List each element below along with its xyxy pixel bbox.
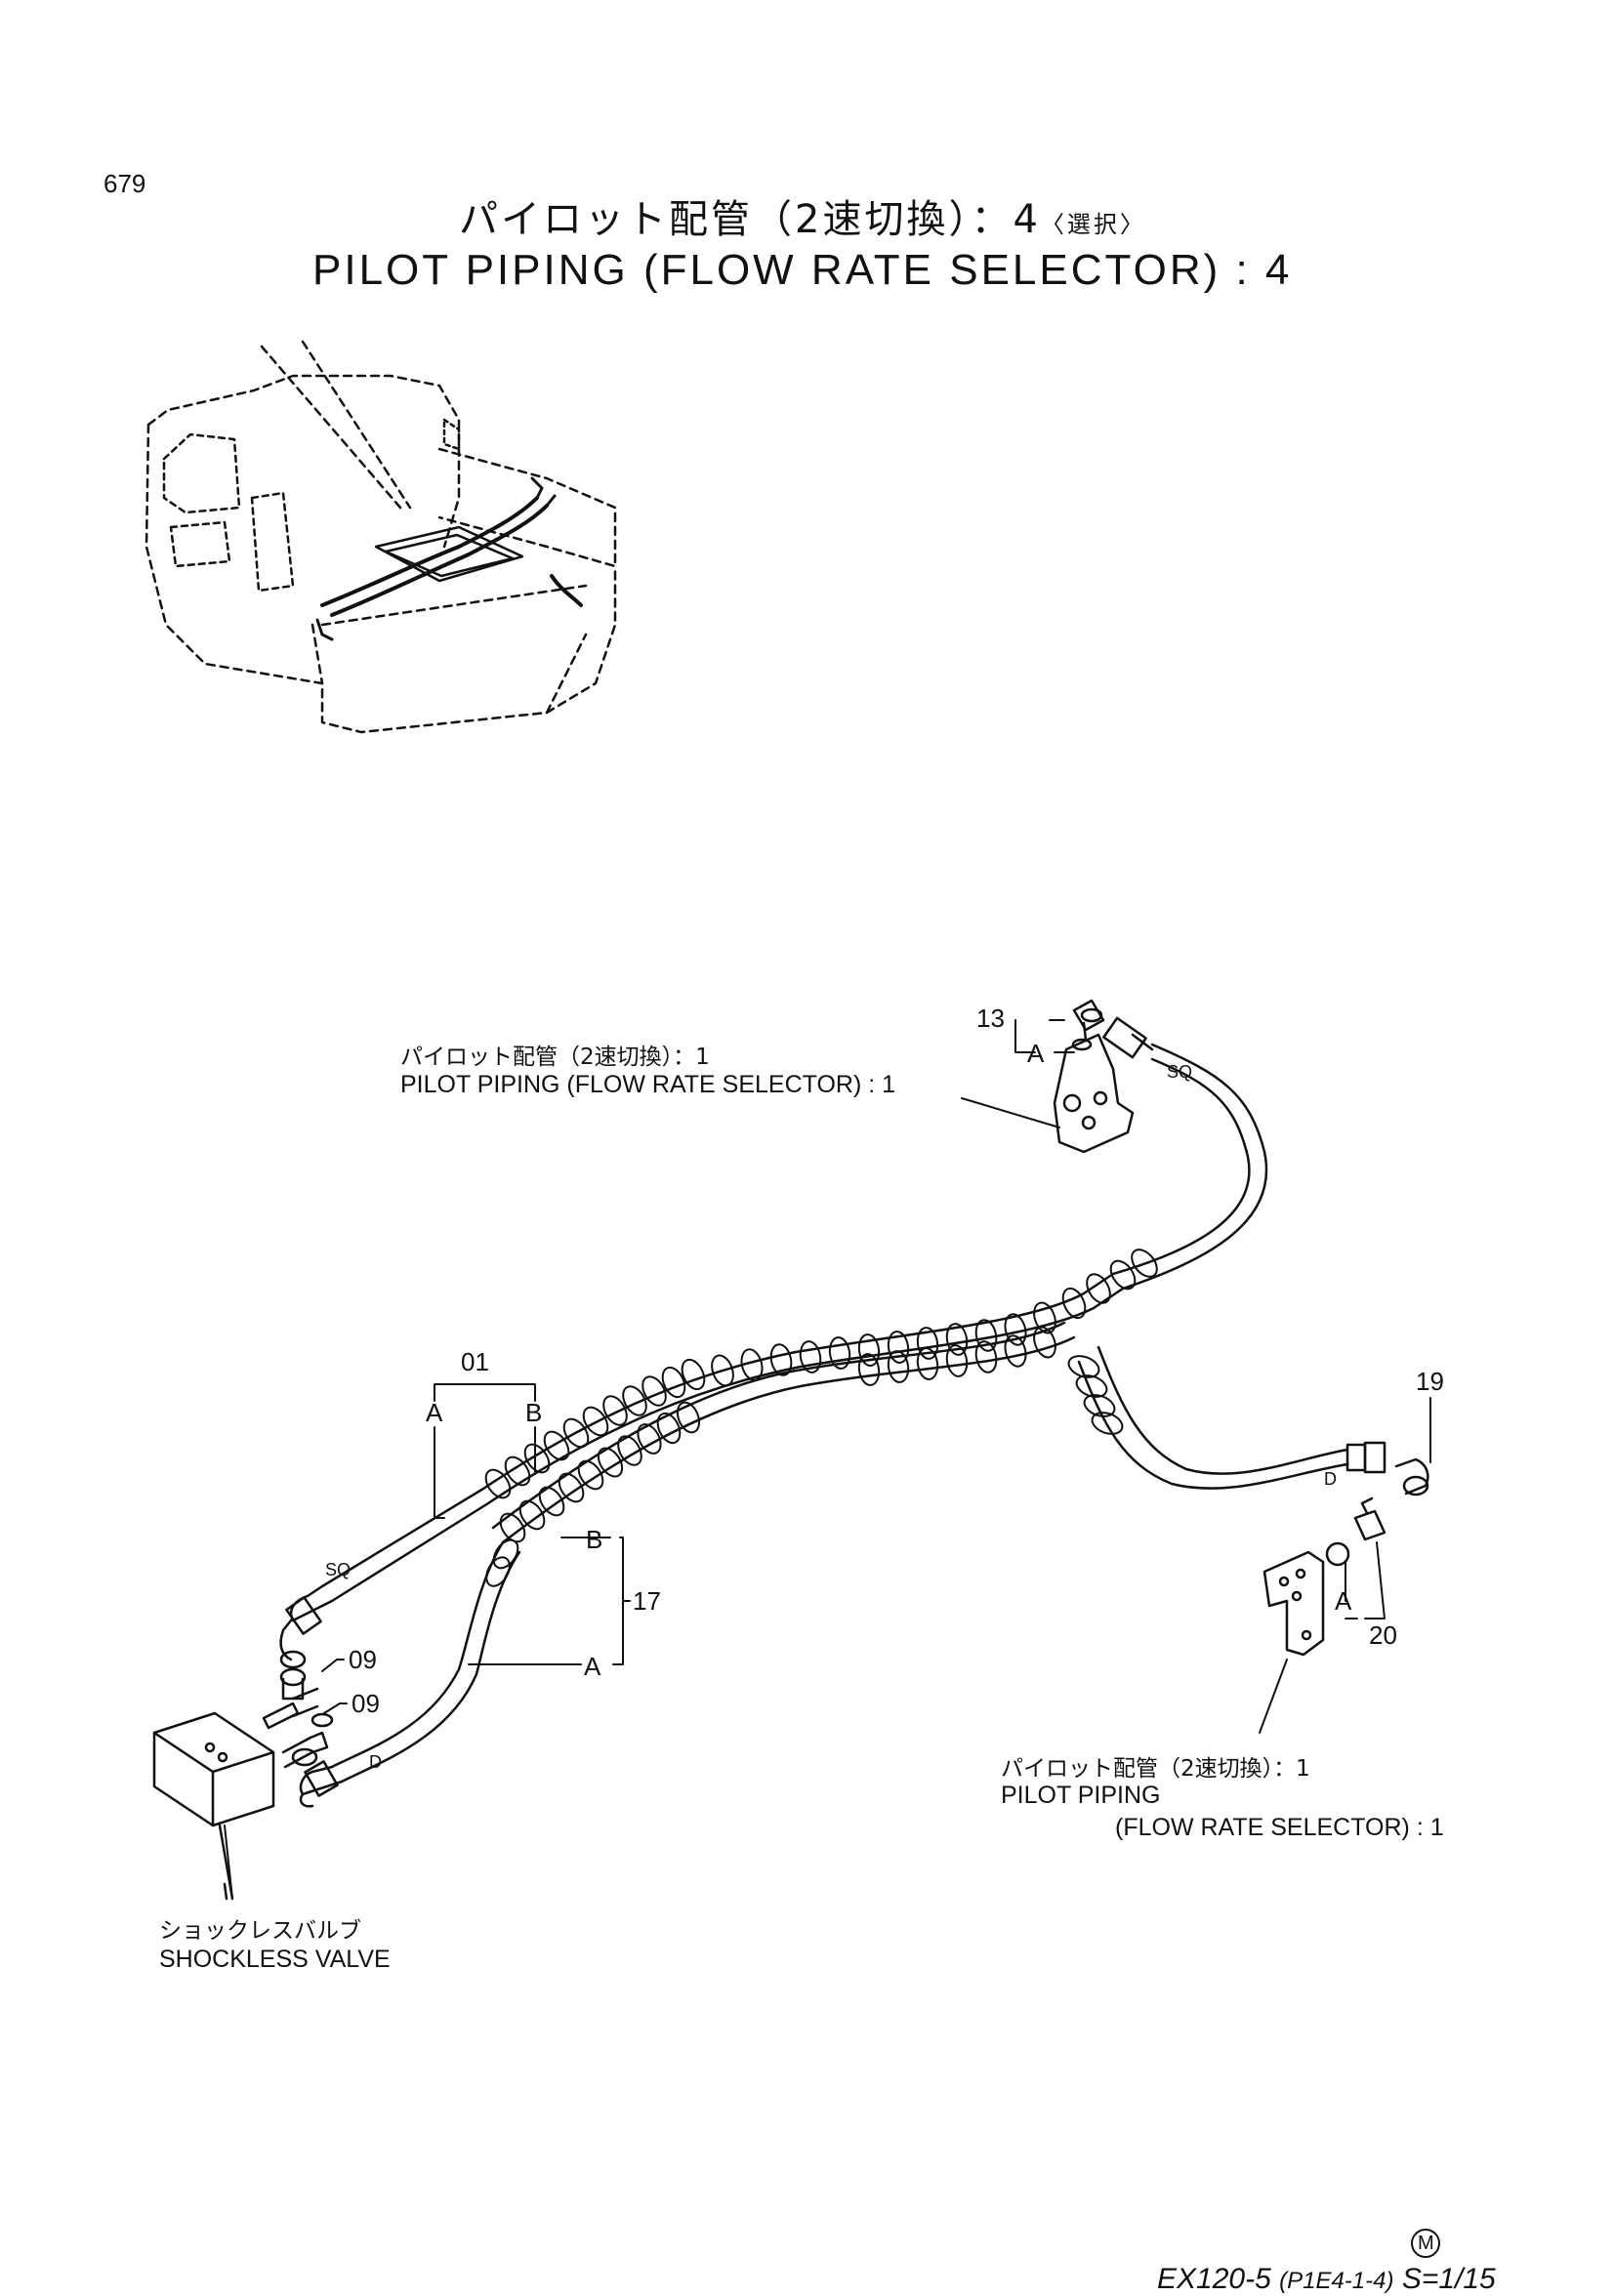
footer-model-line: EX120-5 (P1E4-1-4) S=1/15 [1157,2263,1496,2296]
title-jp: パイロット配管（2速切換）：4〈選択〉 [459,187,1146,244]
excavator-overview [145,340,617,734]
ref-top-en: PILOT PIPING (FLOW RATE SELECTOR) : 1 [400,1071,896,1098]
footer-scale: S=1/15 [1401,2263,1496,2295]
marker-a-20: A [1335,1586,1352,1616]
pilot-valve-13 [1053,999,1135,1154]
fitting-09 [262,1667,334,1769]
ref-bottom-right-jp: パイロット配管（2速切換）：1 [1001,1756,1310,1782]
footer-code: (P1E4-1-4) [1279,2268,1394,2294]
ref-top-jp: パイロット配管（2速切換）：1 [400,1045,710,1070]
part-01: 01 [461,1347,489,1376]
part-20: 20 [1369,1620,1397,1650]
part-09-lower: 09 [352,1689,380,1718]
footer-mark-circle [1411,2229,1440,2258]
marker-d-right: D [1324,1469,1337,1489]
marker-a-01: A [426,1398,443,1427]
spiral-guard [484,1249,1158,1587]
part-19: 19 [1416,1367,1444,1396]
part-09-upper: 09 [349,1645,377,1674]
marker-b-01: B [525,1398,543,1427]
footer-model: EX120-5 [1157,2263,1271,2295]
marker-d-left: D [369,1752,382,1772]
marker-sq-left: SQ [325,1560,352,1579]
marker-a-13: A [1027,1039,1045,1068]
shockless-valve-jp: ショックレスバルブ [159,1918,361,1944]
marker-a-17: A [584,1652,601,1681]
page-number: 679 [103,169,146,198]
shockless-valve [152,1667,334,1901]
ref-bottom-right-en-1: PILOT PIPING [1001,1782,1161,1809]
hose-assembly [279,1016,1386,1808]
marker-b-17: B [586,1525,603,1554]
fitting-19-20 [1262,1457,1429,1657]
part-17: 17 [633,1586,661,1616]
title-jp-main: パイロット配管（2速切換）：4 [459,197,1041,242]
ref-bottom-right-en-2: (FLOW RATE SELECTOR) : 1 [1115,1814,1444,1841]
leader-lines [224,1019,1431,1900]
title-jp-option: 〈選択〉 [1040,211,1146,238]
part-13: 13 [976,1004,1005,1033]
marker-sq-top: SQ [1167,1062,1193,1082]
title-en: PILOT PIPING (FLOW RATE SELECTOR) : 4 [312,246,1293,294]
shockless-valve-en: SHOCKLESS VALVE [159,1946,391,1973]
footer-mark-letter: M [1418,2233,1434,2254]
